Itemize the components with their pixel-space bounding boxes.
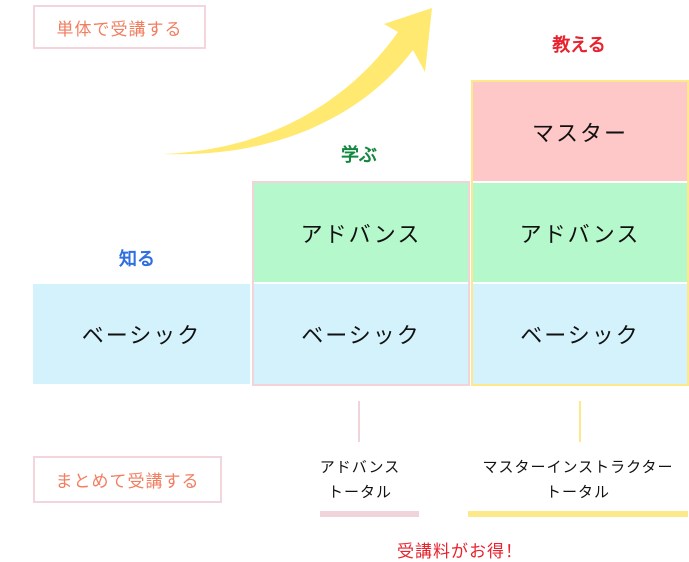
advanced-course-group: アドバンス ベーシック [252,181,470,386]
master-underline [468,511,688,517]
col3-advanced-cell: アドバンス [473,183,687,282]
growth-arrow-icon [163,8,432,155]
stage-know: 知る [119,249,155,270]
advanced-underline [320,511,419,517]
single-course-label: 単体で受講する [33,5,206,49]
col2-basic-cell: ベーシック [254,284,468,384]
bundle-course-label: まとめて受講する [33,456,222,503]
col2-advanced-cell: アドバンス [254,183,468,282]
advanced-total-line2: トータル [327,483,392,501]
master-total-label: マスターインストラクター トータル [466,455,689,505]
col3-basic-cell: ベーシック [473,284,687,384]
stage-teach: 教える [552,35,606,56]
master-total-line2: トータル [545,483,610,501]
discount-callout: 受講料がお得！ [397,542,523,562]
col1-basic-cell: ベーシック [33,284,250,384]
master-total-line1: マスターインストラクター [482,458,674,476]
master-course-group: マスター アドバンス ベーシック [471,80,689,386]
advanced-total-line1: アドバンス [319,458,401,476]
col3-master-cell: マスター [473,82,687,181]
advanced-total-label: アドバンス トータル [290,455,430,505]
master-connector-line [579,401,581,442]
advanced-connector-line [358,401,360,442]
stage-learn: 学ぶ [341,145,377,166]
